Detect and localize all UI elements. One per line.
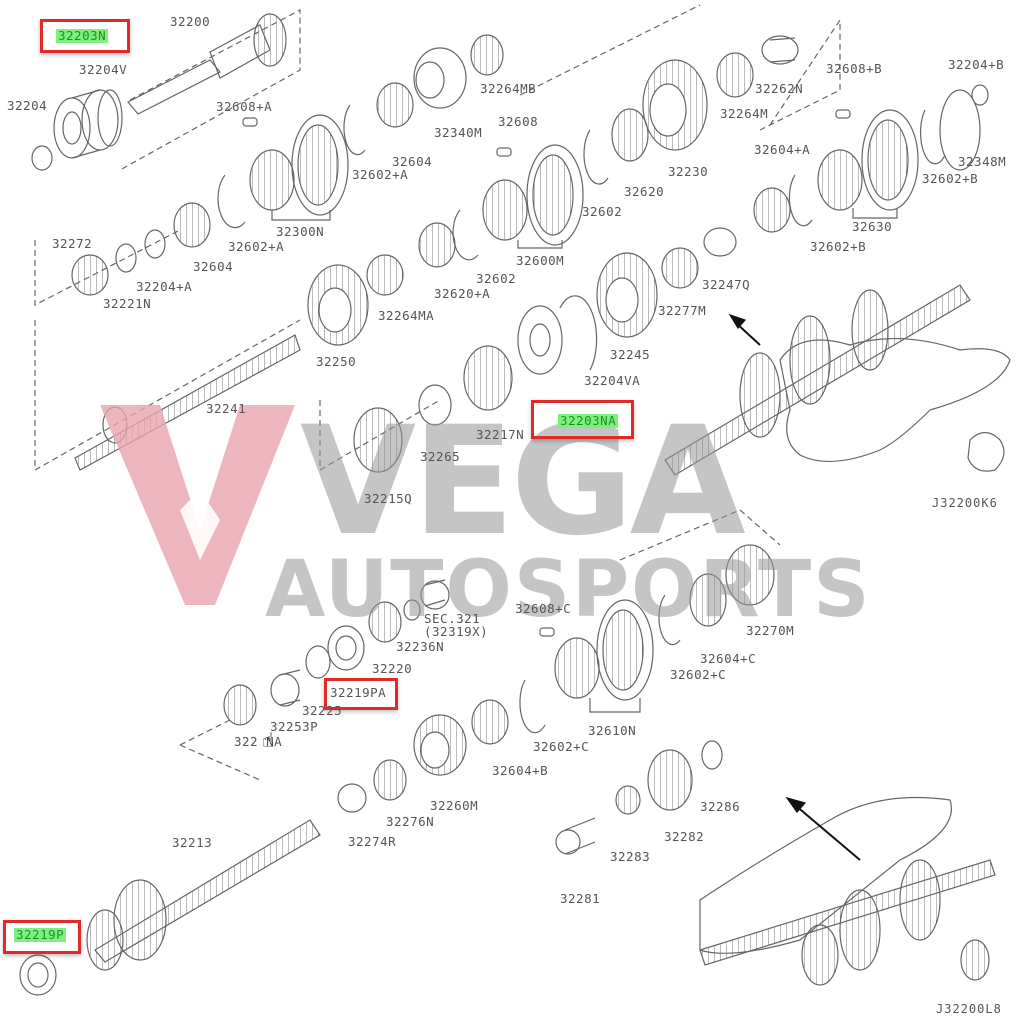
part-label-sec321[interactable]: SEC.321 (424, 611, 481, 626)
part-label-32274R[interactable]: 32274R (348, 834, 397, 849)
part-label-32630[interactable]: 32630 (852, 219, 893, 234)
watermark-subbrand: AUTOSPORTS (265, 545, 872, 635)
part-label-32262N[interactable]: 32262N (755, 81, 804, 96)
part-label-32276N[interactable]: 32276N (386, 814, 435, 829)
part-label-32300N[interactable]: 32300N (276, 224, 325, 239)
part-label-32225[interactable]: 32225 (302, 703, 343, 718)
part-label-32215Q[interactable]: 32215Q (364, 491, 413, 506)
part-label-32602A-lower[interactable]: 32602+A (228, 239, 285, 254)
part-label-32204V[interactable]: 32204V (79, 62, 128, 77)
highlight-box-32219P (3, 920, 81, 954)
part-label-32608B[interactable]: 32608+B (826, 61, 883, 76)
part-label-32245[interactable]: 32245 (610, 347, 651, 362)
highlight-box-32219PA (324, 678, 398, 710)
part-label-32602-lower[interactable]: 32602 (476, 271, 517, 286)
vega-logo-mark (100, 405, 295, 605)
part-label-32348M[interactable]: 32348M (958, 154, 1007, 169)
part-label-32204B[interactable]: 32204+B (948, 57, 1005, 72)
part-label-32604-upper[interactable]: 32604 (392, 154, 433, 169)
part-label-32247Q[interactable]: 32247Q (702, 277, 751, 292)
part-label-32236N[interactable]: 32236N (396, 639, 445, 654)
part-label-32602B-lower[interactable]: 32602+B (810, 239, 867, 254)
part-label-32264MA[interactable]: 32264MA (378, 308, 435, 323)
part-label-32264M[interactable]: 32264M (720, 106, 769, 121)
part-label-32219P[interactable]: 32219P (14, 927, 67, 942)
part-label-32602C-lower[interactable]: 32602+C (533, 739, 590, 754)
part-label-32203NA[interactable]: 32203NA (558, 413, 619, 428)
hand-cursor-icon: ☝ (262, 728, 275, 752)
part-label-32260M[interactable]: 32260M (430, 798, 479, 813)
part-label-32610N[interactable]: 32610N (588, 723, 637, 738)
part-label-32200[interactable]: 32200 (170, 14, 211, 29)
part-label-32340M[interactable]: 32340M (434, 125, 483, 140)
part-label-32608[interactable]: 32608 (498, 114, 539, 129)
part-label-32608C[interactable]: 32608+C (515, 601, 572, 616)
part-label-32270M[interactable]: 32270M (746, 623, 795, 638)
part-label-32250[interactable]: 32250 (316, 354, 357, 369)
part-label-32230[interactable]: 32230 (668, 164, 709, 179)
part-label-32217N[interactable]: 32217N (476, 427, 525, 442)
part-label-32602C-upper[interactable]: 32602+C (670, 667, 727, 682)
part-label-32604C[interactable]: 32604+C (700, 651, 757, 666)
part-label-32620A[interactable]: 32620+A (434, 286, 491, 301)
part-label-32608A[interactable]: 32608+A (216, 99, 273, 114)
part-label-32203N[interactable]: 32203N (56, 28, 109, 43)
part-label-32604A[interactable]: 32604+A (754, 142, 811, 157)
part-label-32604B[interactable]: 32604+B (492, 763, 549, 778)
part-label-32282[interactable]: 32282 (664, 829, 705, 844)
part-label-32281[interactable]: 32281 (560, 891, 601, 906)
part-label-32600M[interactable]: 32600M (516, 253, 565, 268)
part-label-32602A-upper[interactable]: 32602+A (352, 167, 409, 182)
part-label-sec321-sub[interactable]: (32319X) (424, 624, 489, 639)
part-label-32277M[interactable]: 32277M (658, 303, 707, 318)
part-label-32204VA[interactable]: 32204VA (584, 373, 641, 388)
diagram-ref-upper: J32200K6 (932, 496, 998, 510)
part-label-32272[interactable]: 32272 (52, 236, 93, 251)
part-label-32221N[interactable]: 32221N (103, 296, 152, 311)
part-label-32602B-upper[interactable]: 32602+B (922, 171, 979, 186)
part-label-32265[interactable]: 32265 (420, 449, 461, 464)
part-label-32204[interactable]: 32204 (7, 98, 48, 113)
watermark-brand: VEGA (300, 395, 746, 569)
part-label-32253P[interactable]: 32253P (270, 719, 319, 734)
part-label-32241[interactable]: 32241 (206, 401, 247, 416)
part-label-32204A[interactable]: 32204+A (136, 279, 193, 294)
part-label-32602-upper[interactable]: 32602 (582, 204, 623, 219)
part-label-322NA[interactable]: 322 NA (234, 734, 283, 749)
part-label-32213[interactable]: 32213 (172, 835, 213, 850)
diagram-ref-lower: J32200L8 (936, 1002, 1002, 1016)
part-label-32604-lower[interactable]: 32604 (193, 259, 234, 274)
part-label-32286[interactable]: 32286 (700, 799, 741, 814)
part-label-32264MB[interactable]: 32264MB (480, 81, 537, 96)
highlight-box-32203N (40, 19, 130, 53)
part-label-32219PA[interactable]: 32219PA (330, 685, 387, 700)
part-label-32283[interactable]: 32283 (610, 849, 651, 864)
part-label-32620[interactable]: 32620 (624, 184, 665, 199)
highlight-box-32203NA (531, 400, 634, 439)
part-label-32220[interactable]: 32220 (372, 661, 413, 676)
